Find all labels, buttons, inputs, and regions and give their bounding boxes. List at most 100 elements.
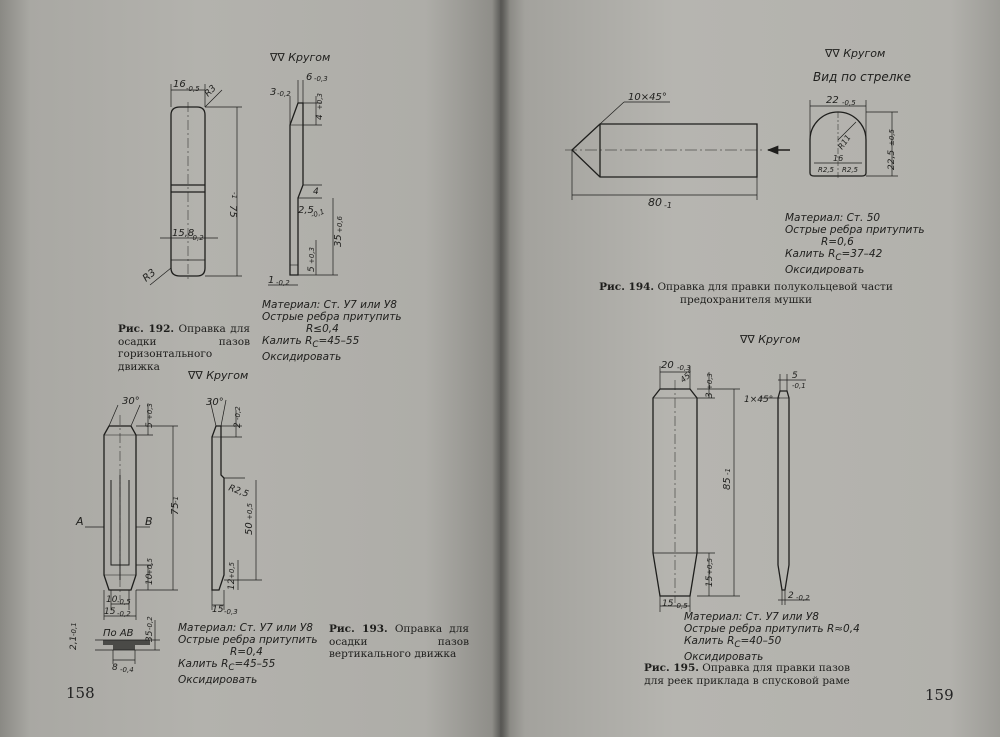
dim-text: 16 — [173, 79, 186, 90]
dim-text: 8 — [112, 663, 118, 673]
dim-text: 10 — [145, 573, 155, 585]
dim-text: -1 — [230, 192, 238, 199]
dim-text: 75 — [170, 502, 181, 515]
note-line: Оксидировать — [684, 651, 764, 664]
dim-text: 1 — [268, 275, 274, 286]
dim-text: +0,3 — [706, 373, 714, 390]
dim-text: 12 — [227, 578, 237, 590]
dim-text: -1 — [172, 496, 180, 503]
dim-text: 15 — [212, 605, 224, 615]
dim-text: +0,5 — [246, 502, 254, 520]
page-number-right: 159 — [925, 686, 954, 704]
dim-text: 22 — [826, 95, 839, 106]
dim-text: 5 — [792, 371, 798, 381]
note-line: R≤0,4 — [306, 323, 339, 335]
dim-text: -0,2 — [276, 279, 290, 287]
dim-text: R3 — [203, 83, 219, 99]
fig195-caption: Рис. 195. Оправка для правки пазов для р… — [636, 662, 858, 687]
dim-text: R2,5 — [818, 166, 835, 174]
fig195-front-view — [652, 380, 698, 603]
fig194-material-notes: Материал: Ст. 50 Острые ребра притупить … — [785, 212, 925, 276]
finish-mark-fig194: ∇∇ Кругом — [825, 47, 886, 60]
fig193-front-dims — [85, 404, 178, 620]
dim-text: 15,8 — [172, 228, 194, 239]
note-line: Острые ребра притупить — [262, 311, 402, 323]
dim-text: 1×45° — [744, 395, 773, 405]
dim-text: R11 — [836, 133, 852, 151]
dim-text: -0,2 — [190, 234, 204, 242]
dim-text: 30° — [122, 396, 140, 407]
note-line: R=0,6 — [821, 236, 854, 248]
caption-text: Оправка для правки пазов для реек прикла… — [644, 662, 851, 687]
fig195-side-dims — [760, 374, 810, 605]
note-line: Оксидировать — [785, 264, 865, 277]
dim-text: -0,5 — [186, 85, 200, 93]
fig193-front-view — [103, 415, 137, 600]
dim-text: ±0,5 — [888, 128, 896, 146]
fig192-front-dims — [149, 84, 242, 286]
fig192-material-notes: Материал: Ст. У7 или У8 Острые ребра при… — [262, 299, 402, 363]
note-line: Калить RC=45–55 — [262, 335, 360, 351]
dim-text: R2,5 — [842, 166, 859, 174]
fig192-caption: Рис. 192. Оправка для осадки пазов гориз… — [118, 323, 250, 373]
dim-text: +0,5 — [146, 557, 154, 575]
dim-text: -0,3 — [677, 364, 691, 372]
dim-text: 15 — [662, 599, 674, 609]
fig194-main-dims — [571, 101, 790, 200]
caption-text: Оправка для осадки пазов вертикального д… — [329, 623, 469, 660]
dim-text: 3 — [270, 87, 276, 98]
dim-text: 30° — [206, 397, 224, 408]
dim-text: +0,3 — [316, 93, 324, 110]
dim-text: -0,1 — [70, 622, 78, 636]
right-page — [500, 0, 1000, 737]
fig194-caption: Рис. 194. Оправка для правки полукольцев… — [566, 281, 926, 306]
dim-text: -0,4 — [120, 666, 134, 674]
page-number-left: 158 — [66, 684, 95, 702]
note-line: Оксидировать — [178, 674, 258, 687]
dim-text: -0,1 — [792, 382, 806, 390]
finish-mark-fig192: ∇∇ Кругом — [270, 51, 331, 64]
dim-text: 4 — [313, 187, 319, 197]
dim-text: 2 — [788, 591, 794, 601]
dim-text: 15 — [705, 575, 715, 587]
dim-text: 20 — [661, 360, 674, 371]
note-line: Острые ребра притупить — [785, 224, 925, 236]
dim-text: -0,3 — [224, 608, 238, 616]
fig193-side-view — [211, 425, 225, 591]
dim-text: 75 — [227, 205, 238, 218]
dim-text: 6 — [306, 72, 312, 83]
book-gutter — [492, 0, 510, 737]
note-line: Острые ребра притупить R≈0,4 — [684, 623, 860, 635]
note-line: Материал: Ст. 50 — [785, 212, 881, 224]
view-label: Вид по стрелке — [813, 70, 912, 84]
fig192-side-view — [289, 102, 304, 276]
dim-text: 22,5 — [887, 150, 897, 170]
dim-text: 3 — [705, 392, 715, 398]
dim-text: +0,5 — [706, 557, 714, 575]
dim-text: -0,2 — [117, 610, 131, 618]
dim-text: A — [75, 515, 84, 528]
dim-text: B — [145, 515, 153, 528]
dim-text: R2,5 — [227, 483, 250, 500]
dim-text: -0,5 — [674, 602, 688, 610]
note-line: Материал: Ст. У7 или У8 — [684, 611, 819, 623]
note-line: Оксидировать — [262, 351, 342, 364]
dim-text: -1 — [664, 201, 672, 210]
fig193-material-notes: Материал: Ст. У7 или У8 Острые ребра при… — [178, 622, 318, 686]
dim-text: 4 — [315, 114, 325, 120]
note-line: Калить RC=40–50 — [684, 635, 782, 651]
finish-mark-fig195: ∇∇ Кругом — [740, 333, 801, 346]
dim-text: 35 — [145, 630, 155, 642]
dim-text: -0,2 — [277, 90, 291, 98]
dim-text: 10×45° — [628, 92, 667, 103]
dim-text: 16 — [833, 154, 843, 163]
dim-text: 2 — [233, 422, 243, 428]
note-line: Калить RC=45–55 — [178, 658, 276, 674]
dim-text: +0,3 — [308, 247, 316, 264]
fig195-material-notes: Материал: Ст. У7 или У8 Острые ребра при… — [684, 611, 860, 663]
dim-text: R3 — [141, 267, 158, 284]
caption-label: Рис. 194. — [599, 281, 655, 293]
fig194-end-dims — [809, 100, 898, 177]
